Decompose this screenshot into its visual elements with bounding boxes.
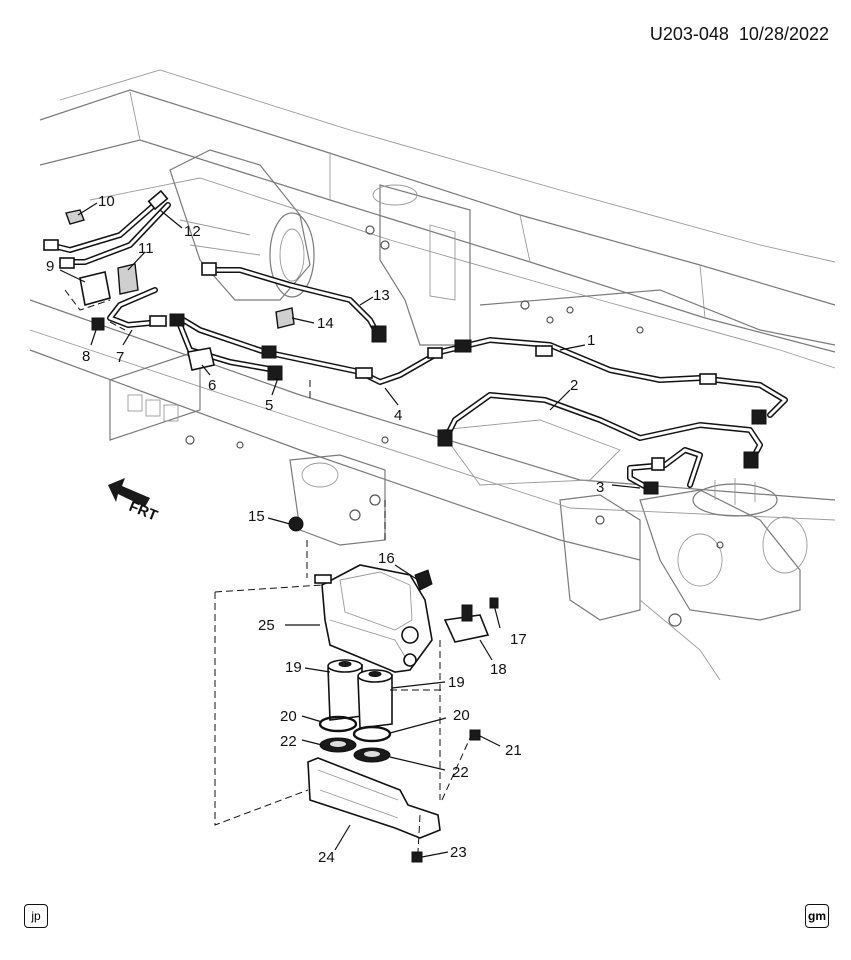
clip-6 [187,347,215,371]
leader-lines [59,202,641,858]
callout-22a: 22 [280,733,297,750]
callout-2: 2 [570,377,578,394]
callout-12: 12 [184,223,201,240]
nut-23 [411,851,423,863]
nut-15 [288,516,304,532]
jp-badge: jp [24,904,48,928]
bolt-21 [469,729,481,741]
o-ring-20a [318,715,358,733]
callout-6: 6 [208,377,216,394]
line-hardware [43,189,767,532]
diagram-code-id: U203-048 [649,24,729,44]
fuel-filter-assembly [307,564,499,863]
filter-element-19a [327,664,363,721]
callout-19a: 19 [285,659,302,676]
callout-18: 18 [490,661,507,678]
callout-20a: 20 [280,708,297,725]
callout-9: 9 [46,258,54,275]
fuel-lines [47,197,788,491]
clip-10 [65,209,85,225]
fitting-16 [414,569,433,591]
callout-17: 17 [510,631,527,648]
shield-24 [307,757,441,839]
callout-22b: 22 [452,764,469,781]
callout-21: 21 [505,742,522,759]
callout-10: 10 [98,193,115,210]
gm-logo-badge: gm [805,904,829,928]
arrow-icon [108,478,150,507]
callout-14: 14 [317,315,334,332]
diagram-date: 10/28/2022 [738,24,829,44]
callout-13: 13 [373,287,390,304]
direction-label: FRT [127,498,160,525]
bracket-9 [79,271,111,307]
filter-housing-25 [321,564,433,673]
filter-element-19b [357,674,393,729]
diagram-code: U203-048 10/28/2022 [650,24,829,45]
callout-20b: 20 [453,707,470,724]
clip-14 [275,307,295,329]
callout-labels: 1 2 3 4 5 6 7 8 9 10 11 12 13 14 15 16 1… [46,193,604,866]
callout-5: 5 [265,397,273,414]
callout-1: 1 [587,332,595,349]
callout-24: 24 [318,849,335,866]
callout-23: 23 [450,844,467,861]
bolt-17 [489,597,499,609]
callout-7: 7 [116,349,124,366]
callout-4: 4 [394,407,402,424]
callout-11: 11 [138,240,154,257]
callout-3: 3 [596,479,604,496]
callout-16: 16 [378,550,395,567]
callout-19b: 19 [448,674,465,691]
callout-25: 25 [258,617,275,634]
bolt-8 [91,317,105,331]
callout-8: 8 [82,348,90,365]
assembly-outline [64,289,471,853]
o-ring-20b [352,725,392,743]
front-direction-arrow: FRT [108,478,160,525]
clip-11 [117,263,139,295]
callout-15: 15 [248,508,265,525]
